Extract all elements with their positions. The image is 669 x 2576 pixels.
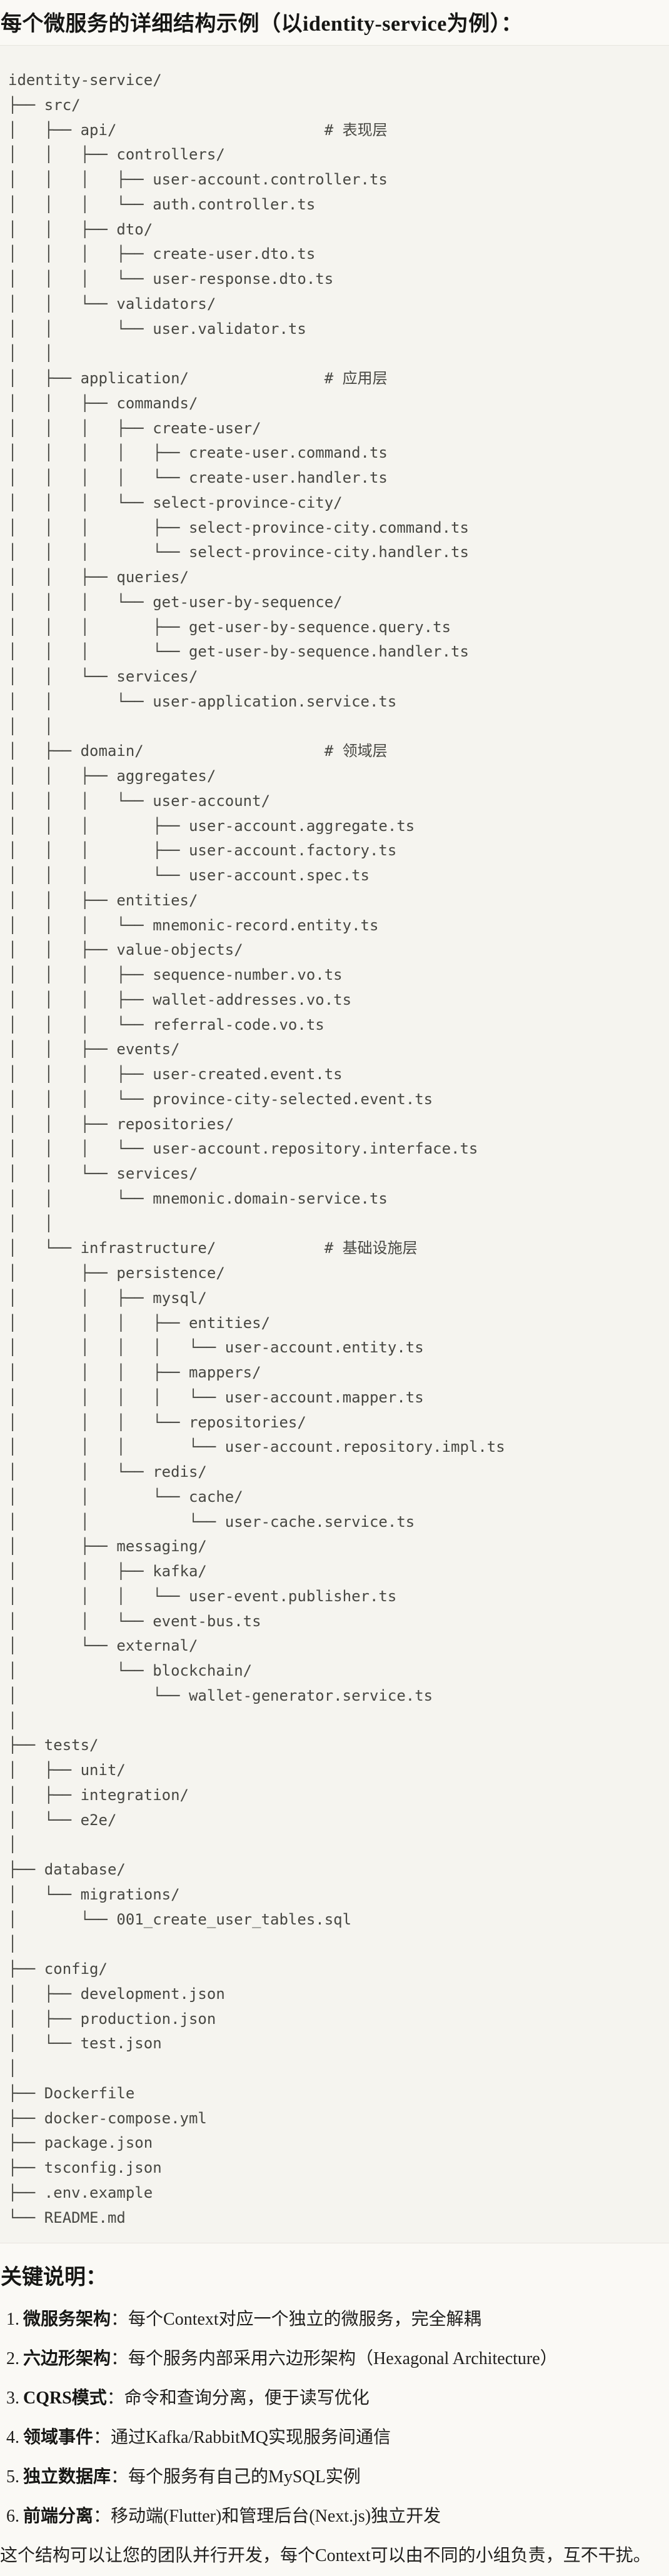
- note-item: 3.CQRS模式：命令和查询分离，便于读写优化: [0, 2386, 669, 2411]
- note-label: 独立数据库: [23, 2467, 111, 2487]
- note-text: ：移动端(Flutter)和管理后台(Next.js)独立开发: [93, 2507, 441, 2527]
- note-item: 2.六边形架构：每个服务内部采用六边形架构（Hexagonal Architec…: [0, 2347, 669, 2372]
- page-title: 每个微服务的详细结构示例（以identity-service为例）：: [1, 13, 523, 36]
- note-label: 六边形架构: [23, 2349, 111, 2369]
- closing-paragraph: 这个结构可以让您的团队并行开发，每个Context可以由不同的小组负责，互不干扰…: [0, 2546, 651, 2566]
- note-label: 前端分离: [23, 2507, 94, 2527]
- note-label: CQRS模式: [23, 2388, 107, 2408]
- note-text: ：通过Kafka/RabbitMQ实现服务间通信: [93, 2428, 391, 2448]
- notes-heading: 关键说明：: [1, 2266, 107, 2290]
- directory-tree: identity-service/ ├── src/ │ ├── api/ # …: [8, 71, 505, 2226]
- note-text: ：命令和查询分离，便于读写优化: [106, 2388, 370, 2408]
- note-number: 5.: [6, 2467, 19, 2487]
- note-item: 5.独立数据库：每个服务有自己的MySQL实例: [0, 2465, 669, 2490]
- code-block: identity-service/ ├── src/ │ ├── api/ # …: [0, 45, 669, 2244]
- note-text: ：每个服务有自己的MySQL实例: [111, 2467, 361, 2487]
- note-text: ：每个服务内部采用六边形架构（Hexagonal Architecture）: [111, 2349, 558, 2369]
- note-item: 6.前端分离：移动端(Flutter)和管理后台(Next.js)独立开发: [0, 2504, 669, 2529]
- note-number: 4.: [6, 2428, 19, 2448]
- note-item: 4.领域事件：通过Kafka/RabbitMQ实现服务间通信: [0, 2425, 669, 2450]
- note-text: ：每个Context对应一个独立的微服务，完全解耦: [111, 2310, 481, 2330]
- note-label: 微服务架构: [23, 2310, 111, 2330]
- note-item: 1.微服务架构：每个Context对应一个独立的微服务，完全解耦: [0, 2307, 669, 2332]
- note-number: 1.: [6, 2310, 19, 2330]
- note-label: 领域事件: [23, 2428, 94, 2448]
- notes-section: 关键说明： 1.微服务架构：每个Context对应一个独立的微服务，完全解耦 2.…: [0, 2263, 669, 2576]
- note-number: 2.: [6, 2349, 19, 2369]
- note-number: 3.: [6, 2388, 19, 2408]
- note-number: 6.: [6, 2507, 19, 2527]
